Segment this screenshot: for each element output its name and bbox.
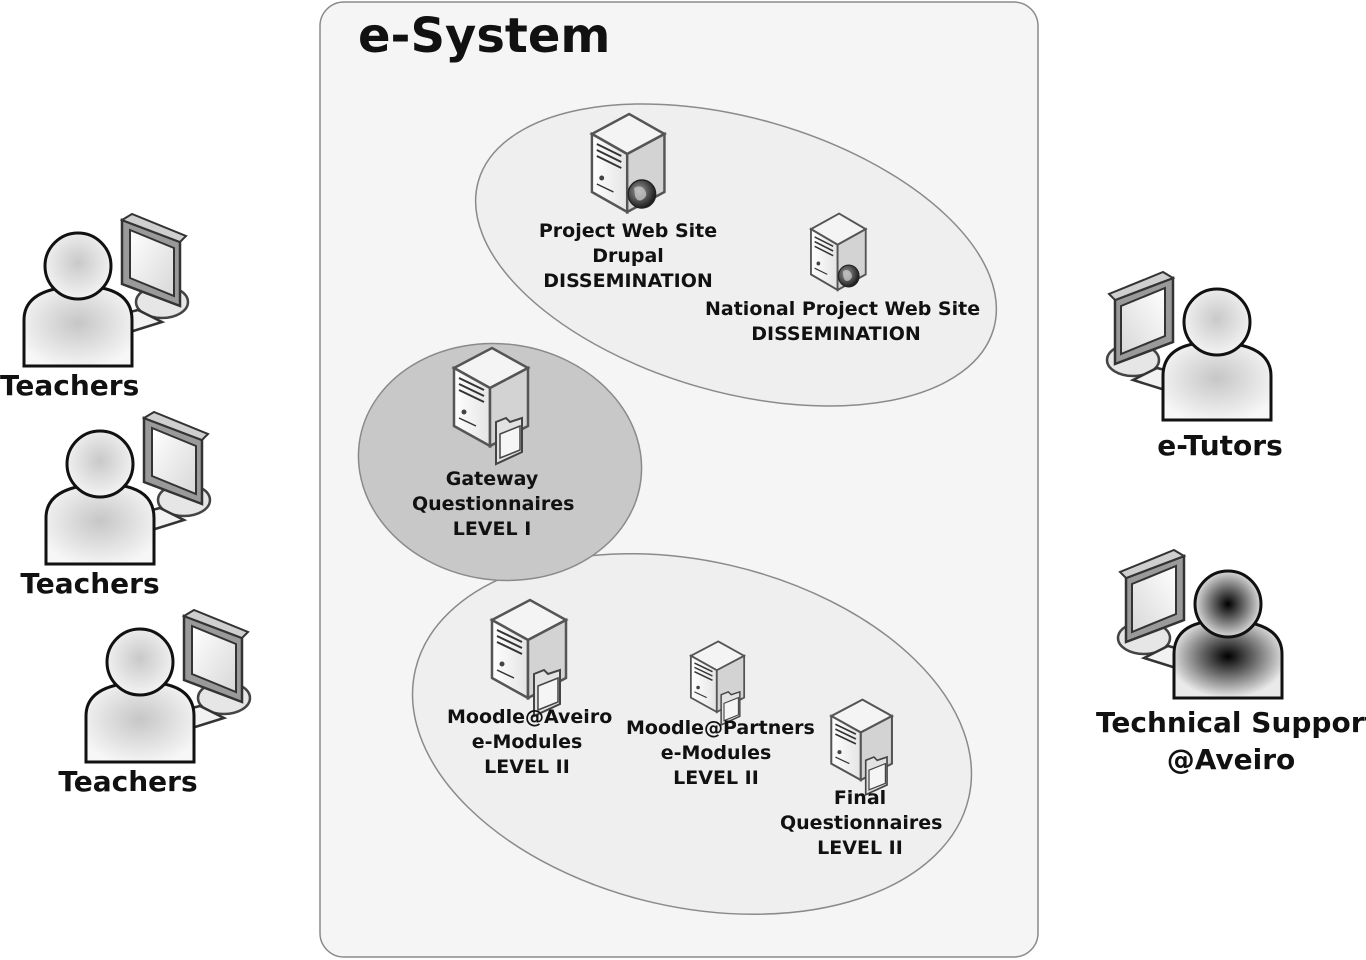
actor-label-teachers: Teachers xyxy=(0,369,140,402)
technical-support-workstation-icon xyxy=(1116,548,1284,700)
node-label-national-web-site: National Project Web Site DISSEMINATION xyxy=(705,298,981,345)
actor-label-teachers: Teachers xyxy=(20,567,160,600)
actor-label-teachers: Teachers xyxy=(58,765,198,798)
node-label-project-web-site: Project Web Site Drupal DISSEMINATION xyxy=(538,220,718,292)
node-label-moodle-partners: Moodle@Partners e-Modules LEVEL II xyxy=(626,717,815,789)
teacher-workstation-icon xyxy=(44,410,212,566)
teacher-workstation-icon xyxy=(22,212,190,368)
teacher-workstation-icon xyxy=(84,608,252,764)
node-label-gateway: Gateway Questionnaires LEVEL I xyxy=(412,468,575,540)
node-label-moodle-aveiro: Moodle@Aveiro e-Modules LEVEL II xyxy=(447,706,613,778)
node-label-final-questionnaires: Final Questionnaires LEVEL II xyxy=(780,787,943,859)
web-server-icon xyxy=(590,112,666,214)
actor-label-technical-support: Technical Support @Aveiro xyxy=(1096,706,1366,776)
e-tutor-workstation-icon xyxy=(1105,270,1273,422)
web-server-icon xyxy=(809,212,867,291)
actor-label-e-tutors: e-Tutors xyxy=(1157,429,1283,462)
system-title: e-System xyxy=(358,8,611,64)
